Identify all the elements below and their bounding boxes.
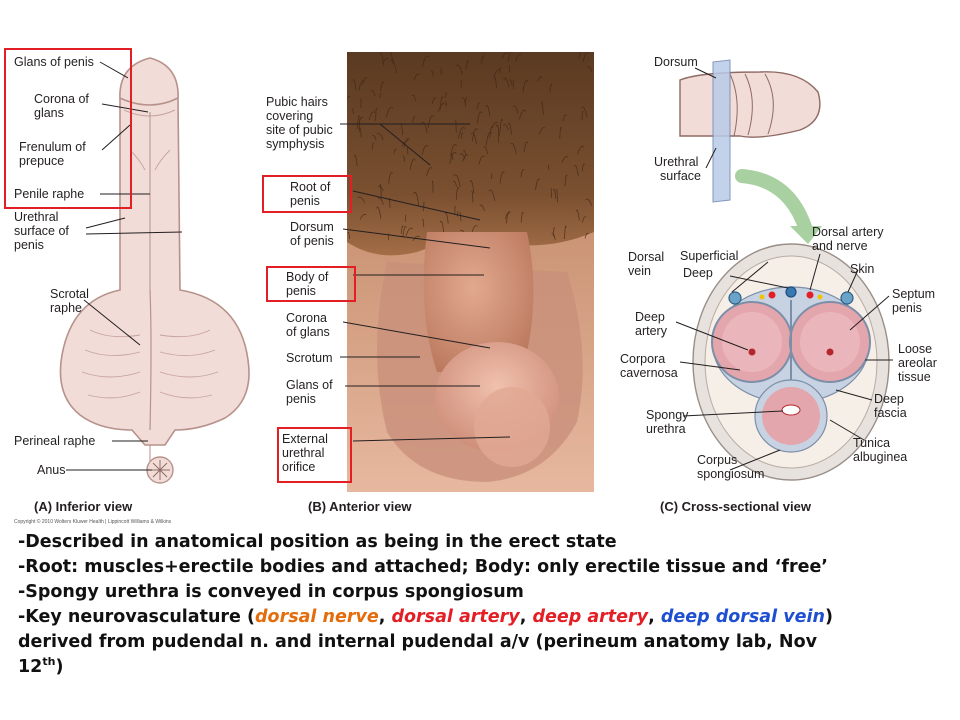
- label-deep-vein: Deep: [683, 266, 713, 280]
- label-dorsum-c: Dorsum: [654, 55, 698, 69]
- label-spongy-urethra-line2: urethra: [646, 422, 686, 436]
- label-dorsal-vein-line1: Dorsal: [628, 250, 665, 264]
- label-spongy-urethra-line1: Spongy: [646, 408, 689, 422]
- highlight-box-glans-raphe: [4, 48, 132, 209]
- label-root-of-penis-line1: Root of: [290, 180, 331, 194]
- label-septum-line2: penis: [892, 301, 922, 315]
- label-corpora-cavernosa-line1: Corpora: [620, 352, 666, 366]
- label-pubic-hairs-line3: site of pubic: [266, 123, 333, 137]
- anterior-view-leaders: [340, 123, 511, 442]
- label-deep-artery-line2: artery: [635, 324, 667, 338]
- label-dorsum-line2: of penis: [290, 234, 334, 248]
- note-line-3: -Spongy urethra is conveyed in corpus sp…: [18, 582, 524, 602]
- highlight-box-body-of-penis: [266, 266, 356, 302]
- note-line-6-end: ): [55, 657, 64, 677]
- label-dorsal-artery-line2: and nerve: [812, 239, 868, 253]
- term-dorsal-artery: dorsal artery: [391, 607, 520, 627]
- note-line-4: -Key neurovasculature (dorsal nerve, dor…: [18, 605, 948, 630]
- anterior-view-photo: [347, 52, 594, 492]
- label-external-urethral-orifice-line3: orifice: [282, 460, 316, 474]
- label-glans-of-penis-b-line2: penis: [286, 392, 316, 406]
- note-line-6-main: 12: [18, 657, 43, 677]
- note-line-1: -Described in anatomical position as bei…: [18, 532, 617, 552]
- label-urethral-surface-c-line2: surface: [660, 169, 701, 183]
- label-external-urethral-orifice-line2: urethral: [282, 446, 325, 460]
- label-corona-of-glans-line1: Corona: [286, 311, 327, 325]
- label-septum-line1: Septum: [892, 287, 936, 301]
- inferior-view-drawing: [59, 57, 250, 484]
- label-dorsum-line1: Dorsum: [290, 220, 334, 234]
- term-deep-dorsal-vein: deep dorsal vein: [660, 607, 825, 627]
- label-scrotum: Scrotum: [286, 351, 333, 365]
- label-skin: Skin: [850, 262, 875, 276]
- label-deep-fascia-line2: fascia: [874, 406, 907, 420]
- label-corpus-spongiosum-line1: Corpus: [697, 453, 738, 467]
- label-urethral-surface-line2: surface of: [14, 224, 69, 238]
- label-pubic-hairs-line2: covering: [266, 109, 314, 123]
- note-line-4-suffix: ): [824, 607, 833, 627]
- label-superficial: Superficial: [680, 249, 739, 263]
- cross-section-orientation-sketch: [679, 59, 822, 244]
- caption-inferior-view: (A) Inferior view: [34, 499, 133, 514]
- label-tunica-albuginea-line2: albuginea: [853, 450, 908, 464]
- label-perineal-raphe: Perineal raphe: [14, 434, 96, 448]
- cross-section-drawing: [675, 243, 893, 481]
- term-dorsal-nerve: dorsal nerve: [255, 607, 379, 627]
- label-root-of-penis-line2: penis: [290, 194, 320, 208]
- label-loose-areolar-line3: tissue: [898, 370, 931, 384]
- label-pubic-hairs-line4: symphysis: [266, 137, 325, 151]
- label-frenulum-line2: prepuce: [19, 154, 65, 168]
- caption-anterior-view: (B) Anterior view: [308, 499, 412, 514]
- label-body-of-penis-line1: Body of: [286, 270, 329, 284]
- sep-1: ,: [378, 607, 392, 627]
- label-scrotal-raphe-line1: Scrotal: [50, 287, 89, 301]
- sep-2: ,: [519, 607, 533, 627]
- note-line-4-prefix: -Key neurovasculature (: [18, 607, 256, 627]
- label-penile-raphe: Penile raphe: [14, 187, 85, 201]
- label-corona-of-glans-line2: of glans: [286, 325, 330, 339]
- label-dorsal-artery-line1: Dorsal artery: [812, 225, 884, 239]
- label-scrotal-raphe-line2: raphe: [50, 301, 82, 315]
- label-urethral-surface-line3: penis: [14, 238, 44, 252]
- photo-illustration: [347, 52, 594, 492]
- term-deep-artery: deep artery: [532, 607, 649, 627]
- label-corpora-cavernosa-line2: cavernosa: [620, 366, 678, 380]
- label-glans-of-penis-b-line1: Glans of: [286, 378, 333, 392]
- sep-3: ,: [648, 607, 661, 627]
- label-deep-fascia-line1: Deep: [874, 392, 904, 406]
- label-tunica-albuginea-line1: Tunica: [853, 436, 891, 450]
- note-line-6-sup: th: [42, 655, 56, 669]
- label-loose-areolar-line1: Loose: [898, 342, 933, 356]
- label-anus: Anus: [37, 463, 66, 477]
- label-body-of-penis-line2: penis: [286, 284, 316, 298]
- label-external-urethral-orifice-line1: External: [282, 432, 328, 446]
- label-dorsal-vein-line2: vein: [628, 264, 651, 278]
- label-urethral-surface-line1: Urethral: [14, 210, 59, 224]
- label-corpus-spongiosum-line2: spongiosum: [697, 467, 765, 481]
- label-corona-line1: Corona of: [34, 92, 89, 106]
- label-loose-areolar-line2: areolar: [898, 356, 937, 370]
- notes-text-block: -Described in anatomical position as bei…: [18, 530, 948, 680]
- label-deep-artery-line1: Deep: [635, 310, 665, 324]
- label-corona-line2: glans: [34, 106, 64, 120]
- highlight-box-root-of-penis: [262, 175, 352, 213]
- label-urethral-surface-c-line1: Urethral: [654, 155, 699, 169]
- note-line-2: -Root: muscles+erectile bodies and attac…: [18, 557, 828, 577]
- highlight-box-external-urethral-orifice: [277, 427, 352, 483]
- caption-cross-sectional-view: (C) Cross-sectional view: [660, 499, 811, 514]
- copyright-notice: Copyright © 2010 Wolters Kluwer Health |…: [14, 519, 172, 525]
- label-glans-of-penis: Glans of penis: [14, 55, 94, 69]
- label-frenulum-line1: Frenulum of: [19, 140, 86, 154]
- note-line-6: 12th): [18, 655, 948, 680]
- label-pubic-hairs-line1: Pubic hairs: [266, 95, 328, 109]
- note-line-5: derived from pudendal n. and internal pu…: [18, 632, 818, 652]
